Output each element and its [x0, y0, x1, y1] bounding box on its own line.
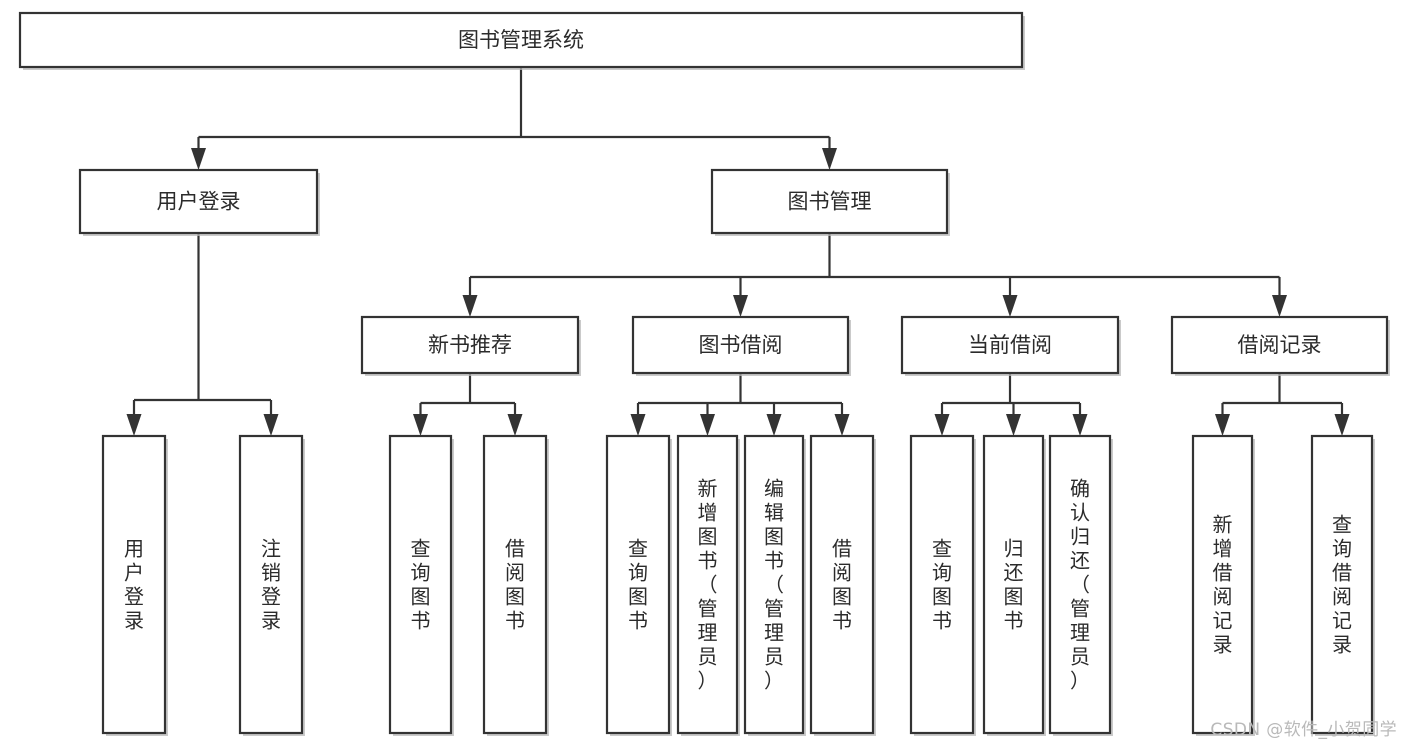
arrow-head-icon [766, 414, 782, 436]
node-rect[interactable] [605, 434, 671, 735]
arrow-head-icon [822, 148, 837, 170]
arrow-head-icon [1272, 295, 1287, 317]
node-leaf-confirm-return[interactable]: 确认归还（管理员） [1048, 434, 1113, 736]
node-label: 借阅记录 [1238, 333, 1322, 357]
node-leaf-add-book[interactable]: 新增图书（管理员） [676, 434, 740, 736]
node-label: 当前借阅 [968, 333, 1052, 357]
node-leaf-borrow-book-1[interactable]: 借阅图书 [482, 434, 549, 736]
arrow-head-icon [191, 148, 206, 170]
node-rect[interactable] [631, 315, 850, 375]
edges-layer [126, 67, 1350, 436]
connector-group-new-book-recommend [413, 373, 523, 436]
node-rect[interactable] [238, 434, 304, 735]
node-label: 查询图书 [628, 537, 648, 633]
arrow-head-icon [507, 414, 523, 436]
connector-group-borrow-record [1215, 373, 1350, 436]
connector-group-root [191, 67, 837, 170]
node-leaf-query-book-3[interactable]: 查询图书 [909, 434, 976, 736]
node-book-management[interactable]: 图书管理 [710, 168, 950, 236]
node-leaf-query-record[interactable]: 查询借阅记录 [1310, 434, 1375, 736]
watermark-label: CSDN @软件_小贺同学 [1210, 720, 1397, 740]
node-label: 查询借阅记录 [1332, 513, 1352, 657]
node-leaf-query-book-2[interactable]: 查询图书 [605, 434, 672, 736]
node-leaf-edit-book[interactable]: 编辑图书（管理员） [743, 434, 806, 736]
node-current-borrow[interactable]: 当前借阅 [900, 315, 1121, 376]
node-rect[interactable] [710, 168, 949, 235]
node-rect[interactable] [743, 434, 805, 735]
node-leaf-query-book-1[interactable]: 查询图书 [388, 434, 454, 736]
node-rect[interactable] [360, 315, 580, 375]
node-rect[interactable] [676, 434, 739, 735]
node-label: 查询图书 [411, 537, 431, 633]
node-leaf-return-book[interactable]: 归还图书 [982, 434, 1046, 736]
node-book-borrow[interactable]: 图书借阅 [631, 315, 851, 376]
node-rect[interactable] [982, 434, 1045, 735]
node-label: 注销登录 [261, 537, 281, 633]
arrow-head-icon [630, 414, 646, 436]
arrow-head-icon [1072, 414, 1088, 436]
node-label: 借阅图书 [832, 537, 852, 633]
node-rect[interactable] [909, 434, 975, 735]
arrow-head-icon [1002, 295, 1018, 317]
node-rect[interactable] [809, 434, 875, 735]
arrow-head-icon [1006, 414, 1021, 436]
node-new-book-recommend[interactable]: 新书推荐 [360, 315, 581, 376]
connector-group-book-management [462, 233, 1287, 317]
node-rect[interactable] [1048, 434, 1112, 735]
node-label: 新增借阅记录 [1213, 513, 1233, 657]
node-rect[interactable] [78, 168, 319, 235]
node-rect[interactable] [1310, 434, 1374, 735]
connector-group-user-login [126, 233, 279, 436]
node-rect[interactable] [1170, 315, 1389, 375]
connector-group-book-borrow [630, 373, 850, 436]
node-borrow-record[interactable]: 借阅记录 [1170, 315, 1390, 376]
arrow-head-icon [700, 414, 715, 436]
node-label: 确认归还（管理员） [1070, 477, 1090, 693]
node-leaf-borrow-book-2[interactable]: 借阅图书 [809, 434, 876, 736]
arrow-head-icon [834, 414, 850, 436]
node-label: 编辑图书（管理员） [764, 477, 784, 693]
node-rect[interactable] [482, 434, 548, 735]
node-rect[interactable] [101, 434, 167, 735]
node-rect[interactable] [388, 434, 453, 735]
arrow-head-icon [462, 295, 478, 317]
arrow-head-icon [413, 414, 428, 436]
node-rect[interactable] [1191, 434, 1254, 735]
node-rect[interactable] [18, 11, 1024, 69]
node-root[interactable]: 图书管理系统 [18, 11, 1025, 70]
nodes-layer: 图书管理系统用户登录图书管理新书推荐图书借阅当前借阅借阅记录用户登录注销登录查询… [18, 11, 1390, 736]
arrow-head-icon [126, 414, 142, 436]
node-label: 归还图书 [1004, 537, 1024, 633]
node-leaf-user-login[interactable]: 用户登录 [101, 434, 168, 736]
node-label: 用户登录 [157, 190, 241, 214]
node-label: 查询图书 [932, 537, 952, 633]
arrow-head-icon [263, 414, 279, 436]
node-rect[interactable] [900, 315, 1120, 375]
node-label: 图书管理系统 [458, 28, 584, 52]
node-user-login[interactable]: 用户登录 [78, 168, 320, 236]
node-label: 新书推荐 [428, 333, 512, 357]
arrow-head-icon [1334, 414, 1350, 436]
arrow-head-icon [1215, 414, 1230, 436]
arrow-head-icon [934, 414, 950, 436]
node-label: 用户登录 [124, 537, 144, 633]
node-label: 图书借阅 [699, 333, 783, 357]
node-label: 新增图书（管理员） [698, 477, 718, 693]
node-label: 图书管理 [788, 190, 872, 214]
node-leaf-logout[interactable]: 注销登录 [238, 434, 305, 736]
node-label: 借阅图书 [505, 537, 525, 633]
arrow-head-icon [733, 295, 748, 317]
connector-group-current-borrow [934, 373, 1088, 436]
node-leaf-add-record[interactable]: 新增借阅记录 [1191, 434, 1255, 736]
